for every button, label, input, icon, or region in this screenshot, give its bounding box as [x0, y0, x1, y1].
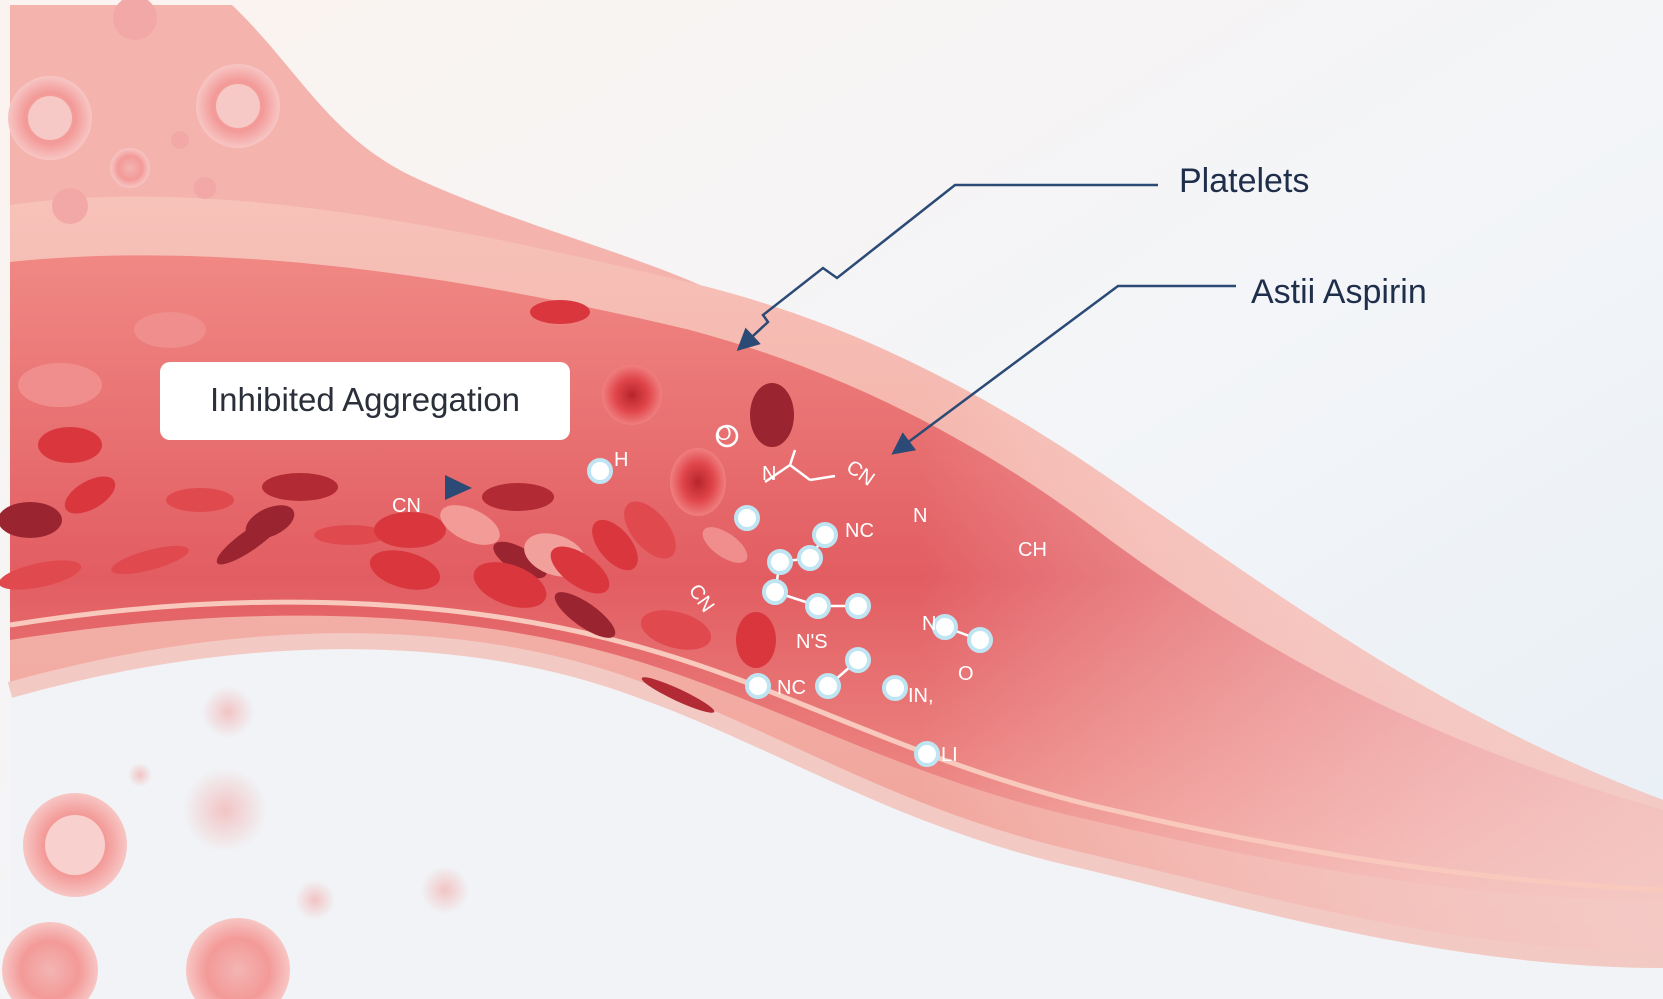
blurred-cell — [421, 866, 469, 914]
aspirin-label: Astii Aspirin — [1251, 273, 1427, 311]
floating-cell-center — [28, 96, 72, 140]
molecule-label: NC — [845, 520, 874, 542]
molecule-node — [847, 595, 869, 617]
molecule-label: O — [958, 663, 974, 685]
red-blood-cell — [374, 512, 446, 548]
floating-cell — [110, 148, 150, 188]
red-blood-cell — [602, 365, 662, 425]
platelets-label: Platelets — [1179, 162, 1309, 200]
molecule-label: IN, — [908, 685, 934, 707]
molecule-node — [969, 629, 991, 651]
floating-cell-center — [216, 84, 260, 128]
blurred-cell — [295, 880, 335, 920]
inhibited-aggregation-label: Inhibited Aggregation — [210, 381, 520, 418]
floating-cell — [52, 188, 88, 224]
molecule-label: CH — [1018, 539, 1047, 561]
blurred-cell — [183, 768, 267, 852]
floating-cell-center — [45, 815, 105, 875]
molecule-label: H — [614, 449, 628, 471]
molecule-node — [916, 743, 938, 765]
red-blood-cell — [530, 300, 590, 324]
molecule-node — [807, 595, 829, 617]
molecule-node — [934, 616, 956, 638]
red-blood-cell — [18, 363, 102, 407]
dark-red-blood-cell — [0, 502, 62, 538]
red-blood-cell — [166, 488, 234, 512]
molecule-label: N'S — [796, 631, 828, 653]
molecule-node — [817, 675, 839, 697]
molecule-label: N — [913, 505, 927, 527]
dark-red-blood-cell — [482, 483, 554, 511]
molecule-node — [736, 507, 758, 529]
blurred-cell — [128, 763, 152, 787]
molecule-label: NC — [777, 677, 806, 699]
molecule-node — [589, 460, 611, 482]
red-blood-cell — [38, 427, 102, 463]
molecule-node — [884, 677, 906, 699]
molecule-label: N — [922, 613, 936, 635]
dark-red-blood-cell — [262, 473, 338, 501]
dark-red-blood-cell — [750, 383, 794, 447]
molecule-label: LI — [941, 744, 958, 766]
floating-cell — [171, 131, 189, 149]
red-blood-cell — [134, 312, 206, 348]
floating-cell — [194, 177, 216, 199]
molecule-label: CN — [392, 495, 421, 517]
molecule-label: N — [762, 463, 776, 485]
molecule-node — [847, 649, 869, 671]
molecule-node — [747, 675, 769, 697]
molecule-node — [764, 581, 786, 603]
molecule-node — [799, 547, 821, 569]
molecule-node — [769, 551, 791, 573]
molecule-node — [814, 524, 836, 546]
molecule-label: O — [716, 423, 732, 445]
red-blood-cell — [670, 448, 726, 516]
red-blood-cell — [736, 612, 776, 668]
blurred-cell — [202, 686, 254, 738]
